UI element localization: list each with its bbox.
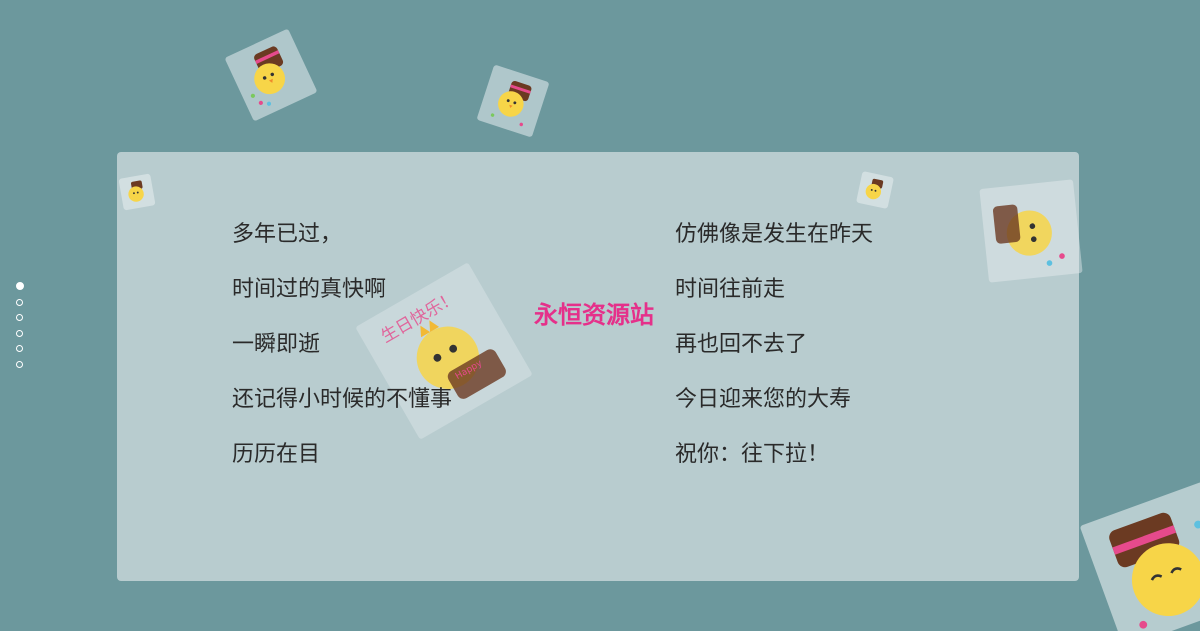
birthday-chick-sticker-icon [224, 28, 318, 122]
pagination-dot[interactable] [16, 282, 24, 290]
poem-line: 多年已过， [232, 222, 343, 247]
birthday-chick-sticker-icon [979, 179, 1083, 283]
poem-line: 历历在目 [232, 442, 321, 467]
poem-right-column: 仿佛像是发生在昨天 时间往前走 再也回不去了 今日迎来您的大寿 祝你：往下拉！ [675, 216, 873, 482]
pagination-dot[interactable] [16, 329, 23, 337]
poem-line: 时间往前走 [675, 277, 786, 302]
birthday-chick-sticker-icon: 生日快乐！ Happy [355, 262, 533, 440]
pagination-dot[interactable] [16, 314, 23, 322]
poem-line: 今日迎来您的大寿 [675, 387, 852, 412]
poem-line: 一瞬即逝 [232, 332, 321, 357]
poem-line: 仿佛像是发生在昨天 [675, 222, 874, 247]
poem-line: 再也回不去了 [675, 332, 808, 357]
birthday-chick-sticker-icon [476, 64, 550, 138]
pagination-dot[interactable] [16, 360, 23, 368]
birthday-chick-sticker-icon [118, 173, 156, 211]
site-title: 永恒资源站 [534, 301, 654, 329]
poem-line: 时间过的真快啊 [232, 277, 387, 302]
birthday-chick-sticker-icon [856, 171, 894, 209]
poem-line: 祝你：往下拉！ [675, 442, 830, 467]
content-card: 生日快乐！ Happy 永恒资源站 多年已过， 时间过的真快啊 一瞬即逝 还记得… [117, 152, 1079, 581]
pagination-dot[interactable] [16, 298, 23, 306]
poem-left-column: 多年已过， 时间过的真快啊 一瞬即逝 还记得小时候的不懂事 历历在目 [232, 216, 452, 482]
pagination-dots [16, 282, 26, 377]
pagination-dot[interactable] [16, 345, 23, 353]
poem-line: 还记得小时候的不懂事 [232, 387, 453, 412]
birthday-chick-sticker-icon [1079, 481, 1200, 631]
